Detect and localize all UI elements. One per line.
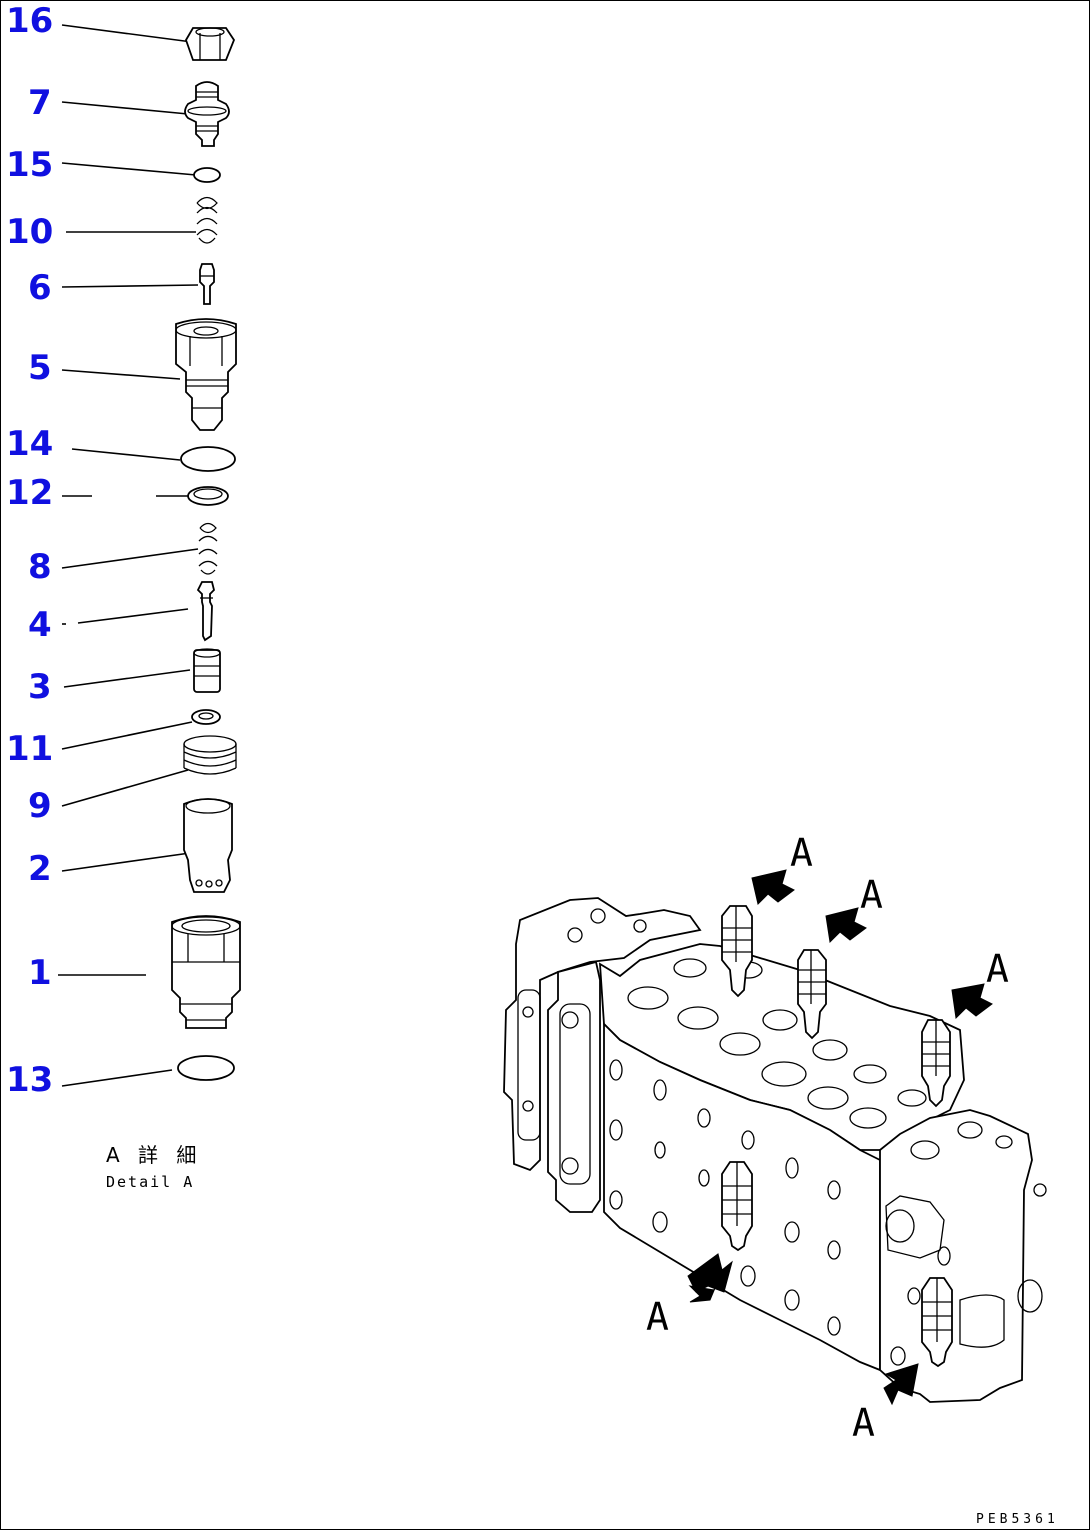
part-small-ring	[191, 709, 221, 725]
control-valve-assembly	[503, 897, 1047, 1403]
caption-japanese: A 詳 細	[106, 1143, 202, 1167]
arrow-a-2	[825, 907, 867, 944]
part-valve-body	[171, 915, 241, 1029]
relief-valve-1	[721, 905, 753, 998]
view-markers: A A A A A	[646, 831, 1009, 1445]
part-main-spring	[183, 735, 237, 775]
caption-english: Detail A	[106, 1173, 194, 1191]
part-pilot-body	[175, 318, 237, 431]
part-sleeve	[193, 648, 221, 693]
part-main-poppet	[183, 798, 233, 893]
relief-valve-2	[797, 949, 827, 1040]
part-adjust-screw	[184, 81, 230, 147]
callout-16: 16	[6, 1, 53, 41]
view-marker-a-2: A	[860, 873, 883, 917]
callout-12: 12	[6, 473, 53, 513]
callout-7: 7	[28, 83, 52, 123]
callout-4: 4	[28, 605, 52, 645]
part-spring-lower	[198, 522, 218, 575]
arrow-a-3	[951, 983, 993, 1020]
callout-15: 15	[6, 145, 53, 185]
part-piston	[196, 581, 215, 642]
view-marker-a-4: A	[646, 1295, 669, 1339]
part-backup-ring	[187, 486, 229, 506]
exploded-parts	[171, 27, 241, 1081]
callout-8: 8	[28, 547, 52, 587]
relief-valve-4	[721, 1161, 753, 1252]
arrow-a-5	[883, 1363, 919, 1406]
part-oring-large	[180, 446, 236, 472]
part-pilot-poppet	[199, 263, 215, 305]
detail-caption: A 詳 細 Detail A	[106, 1143, 202, 1191]
callout-1: 1	[28, 953, 52, 993]
callout-3: 3	[28, 667, 52, 707]
view-arrows	[687, 869, 993, 1406]
view-marker-a-5: A	[852, 1401, 875, 1445]
callout-5: 5	[28, 348, 52, 388]
view-marker-a-1: A	[790, 831, 813, 875]
arrow-a-4b	[687, 1253, 733, 1293]
callout-numbers: 16 7 15 10 6 5 14 12 8 4 3 11 9 2 1 13	[6, 1, 53, 1100]
view-marker-a-3: A	[986, 947, 1009, 991]
relief-valve-3	[921, 1019, 951, 1108]
callout-2: 2	[28, 849, 52, 889]
relief-valve-5	[921, 1277, 953, 1368]
callout-13: 13	[6, 1060, 53, 1100]
part-spring-upper	[196, 196, 218, 244]
callout-6: 6	[28, 268, 52, 308]
callout-10: 10	[6, 212, 53, 252]
leader-lines	[58, 24, 199, 1087]
part-small-oring	[193, 167, 221, 183]
arrow-a-1	[751, 869, 795, 905]
callout-9: 9	[28, 786, 52, 826]
callout-14: 14	[6, 424, 53, 464]
drawing-code: PEB5361	[976, 1512, 1059, 1527]
callout-11: 11	[6, 729, 53, 769]
part-oring-bottom	[177, 1055, 235, 1081]
part-nut	[185, 27, 236, 61]
